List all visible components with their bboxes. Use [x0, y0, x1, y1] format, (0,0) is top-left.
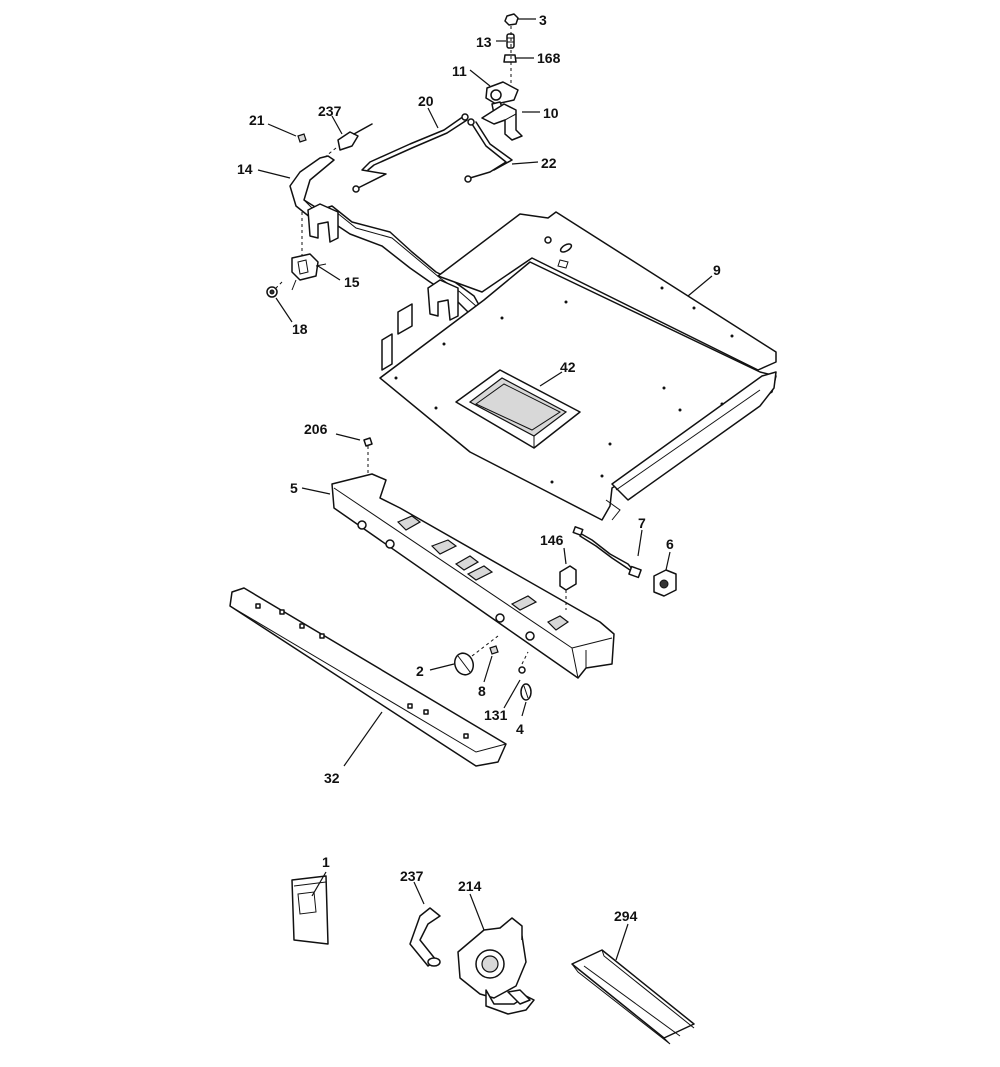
- label-part-13: 13: [476, 34, 492, 50]
- label-part-18: 18: [292, 321, 308, 337]
- part-1-owners-manual: [291, 875, 329, 945]
- label-part-237-bottom: 237: [400, 868, 424, 884]
- label-part-21: 21: [249, 112, 265, 128]
- part-8-spring: [489, 645, 499, 655]
- part-2-knob: [453, 635, 499, 676]
- label-part-11: 11: [452, 63, 467, 79]
- label-part-2: 2: [416, 663, 424, 679]
- label-part-32: 32: [324, 770, 340, 786]
- label-part-206: 206: [304, 421, 328, 437]
- label-part-4: 4: [516, 721, 524, 737]
- label-part-10: 10: [543, 105, 559, 121]
- part-5-control-panel: [331, 473, 615, 679]
- part-20-tube: [352, 113, 469, 193]
- part-42-vent-opening: [455, 369, 581, 449]
- part-14-manifold: [289, 155, 485, 321]
- part-131-clip: [518, 651, 529, 674]
- part-21-screw: [297, 133, 307, 143]
- part-3-nut: [504, 13, 519, 26]
- part-168-fitting: [503, 54, 517, 63]
- label-part-214: 214: [458, 878, 482, 894]
- label-part-131: 131: [484, 707, 508, 723]
- label-part-294: 294: [614, 908, 638, 924]
- label-part-168: 168: [537, 50, 561, 66]
- label-part-237-top: 237: [318, 103, 342, 119]
- part-146-clip: [559, 565, 577, 610]
- label-part-15: 15: [344, 274, 360, 290]
- part-237-fitting: [325, 123, 373, 157]
- part-18-nut: [266, 286, 278, 298]
- label-part-5: 5: [290, 480, 298, 496]
- part-10-bracket: [481, 103, 523, 141]
- part-7-wire-harness: [572, 526, 642, 579]
- part-4-knob: [520, 683, 532, 701]
- label-part-14: 14: [237, 161, 253, 177]
- label-part-7: 7: [638, 515, 646, 531]
- part-237-elbow-fitting: [409, 907, 441, 967]
- label-part-42: 42: [560, 359, 576, 375]
- part-206-screw: [363, 437, 373, 474]
- part-labels: 3 13 168 11 10 20 22 21 237 14 9 15 18 4…: [237, 12, 721, 924]
- part-15-igniter-switch: [291, 253, 327, 291]
- label-part-9: 9: [713, 262, 721, 278]
- label-part-1: 1: [322, 854, 330, 870]
- part-214-gas-regulator: [457, 917, 535, 1015]
- label-part-146: 146: [540, 532, 564, 548]
- part-32-trim-strip: [229, 587, 507, 767]
- label-part-20: 20: [418, 93, 434, 109]
- label-part-6: 6: [666, 536, 674, 552]
- leader-lines: [257, 18, 713, 961]
- part-294-bracket: [571, 949, 695, 1045]
- label-part-8: 8: [478, 683, 486, 699]
- label-part-22: 22: [541, 155, 557, 171]
- part-9-burner-box: [379, 211, 777, 521]
- label-part-3: 3: [539, 12, 547, 28]
- part-22-tube: [464, 118, 513, 183]
- part-6-switch: [653, 569, 677, 597]
